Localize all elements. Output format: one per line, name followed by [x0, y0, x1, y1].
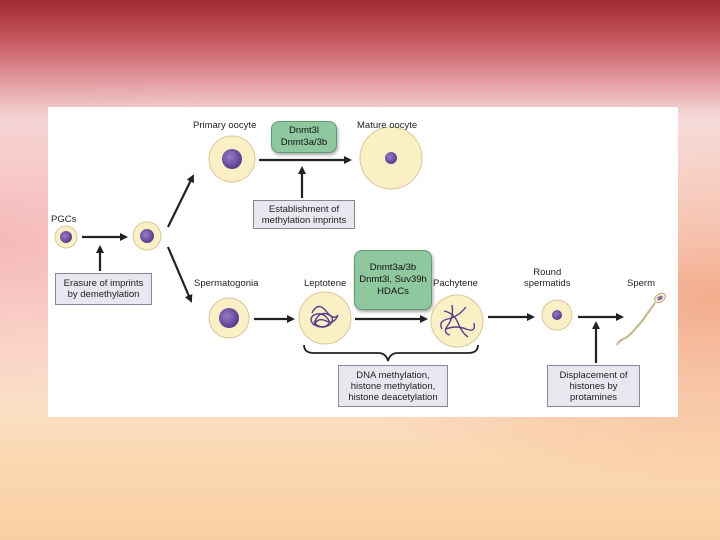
diagram-graphics — [54, 126, 666, 363]
pachytene-cell — [430, 294, 484, 348]
round-spermatid-cell — [541, 299, 573, 331]
pgc-cell — [54, 225, 78, 249]
sperm-cell — [616, 292, 666, 346]
dna-line3: histone deacetylation — [348, 391, 438, 403]
erasure-line2: by demethylation — [67, 289, 140, 300]
oocyte-enzyme-line1: Dnmt3l — [288, 125, 320, 136]
erasure-line1: Erasure of imprints — [63, 278, 144, 289]
label-leptotene: Leptotene — [304, 278, 347, 289]
displacement-line2: histones by — [569, 380, 618, 392]
establishment-line1: Establishment of — [268, 203, 340, 215]
label-pachytene: Pachytene — [433, 278, 478, 289]
displacement-box: Displacement of histones by protamines — [547, 365, 640, 407]
flow-arrows — [82, 156, 624, 363]
label-round-spermatids: Round spermatids — [524, 267, 570, 289]
diagram-panel: PGCs Primary oocyte Mature oocyte Sperma… — [48, 107, 678, 417]
primary-oocyte-cell — [208, 135, 256, 183]
dna-line1: DNA methylation, — [356, 369, 430, 381]
label-primary-oocyte: Primary oocyte — [193, 120, 257, 131]
leptotene-cell — [298, 291, 352, 345]
erasure-box: Erasure of imprints by demethylation — [55, 273, 152, 305]
label-pgcs: PGCs — [51, 214, 77, 225]
dna-methylation-box: DNA methylation, histone methylation, hi… — [338, 365, 448, 407]
meiosis-brace — [303, 344, 479, 362]
label-sperm: Sperm — [627, 278, 655, 289]
oocyte-enzyme-line2: Dnmt3a/3b — [280, 137, 328, 148]
arrow-to-oocyte — [167, 174, 194, 228]
label-spermatogonia: Spermatogonia — [194, 278, 259, 289]
dna-line2: histone methylation, — [350, 380, 436, 392]
label-round-line2: spermatids — [524, 278, 571, 289]
meiosis-enzyme-line3: HDACs — [377, 286, 409, 297]
displacement-line1: Displacement of — [559, 369, 628, 381]
early-germ-cell — [132, 221, 162, 251]
label-round-line1: Round — [533, 267, 562, 278]
meiosis-enzyme-line2: Dnmt3l, Suv39h — [359, 274, 427, 285]
arrow-to-spermatogonia — [166, 246, 193, 303]
establishment-box: Establishment of methylation imprints — [253, 200, 355, 229]
label-mature-oocyte: Mature oocyte — [357, 120, 418, 131]
establishment-line2: methylation imprints — [261, 214, 347, 226]
meiosis-enzyme-line1: Dnmt3a/3b — [369, 262, 417, 273]
meiosis-enzyme-box: Dnmt3a/3b Dnmt3l, Suv39h HDACs — [354, 250, 432, 310]
oocyte-enzyme-box: Dnmt3l Dnmt3a/3b — [271, 121, 337, 153]
displacement-line3: protamines — [570, 391, 617, 403]
mature-oocyte-cell — [359, 126, 423, 190]
spermatogonia-cell — [208, 297, 250, 339]
